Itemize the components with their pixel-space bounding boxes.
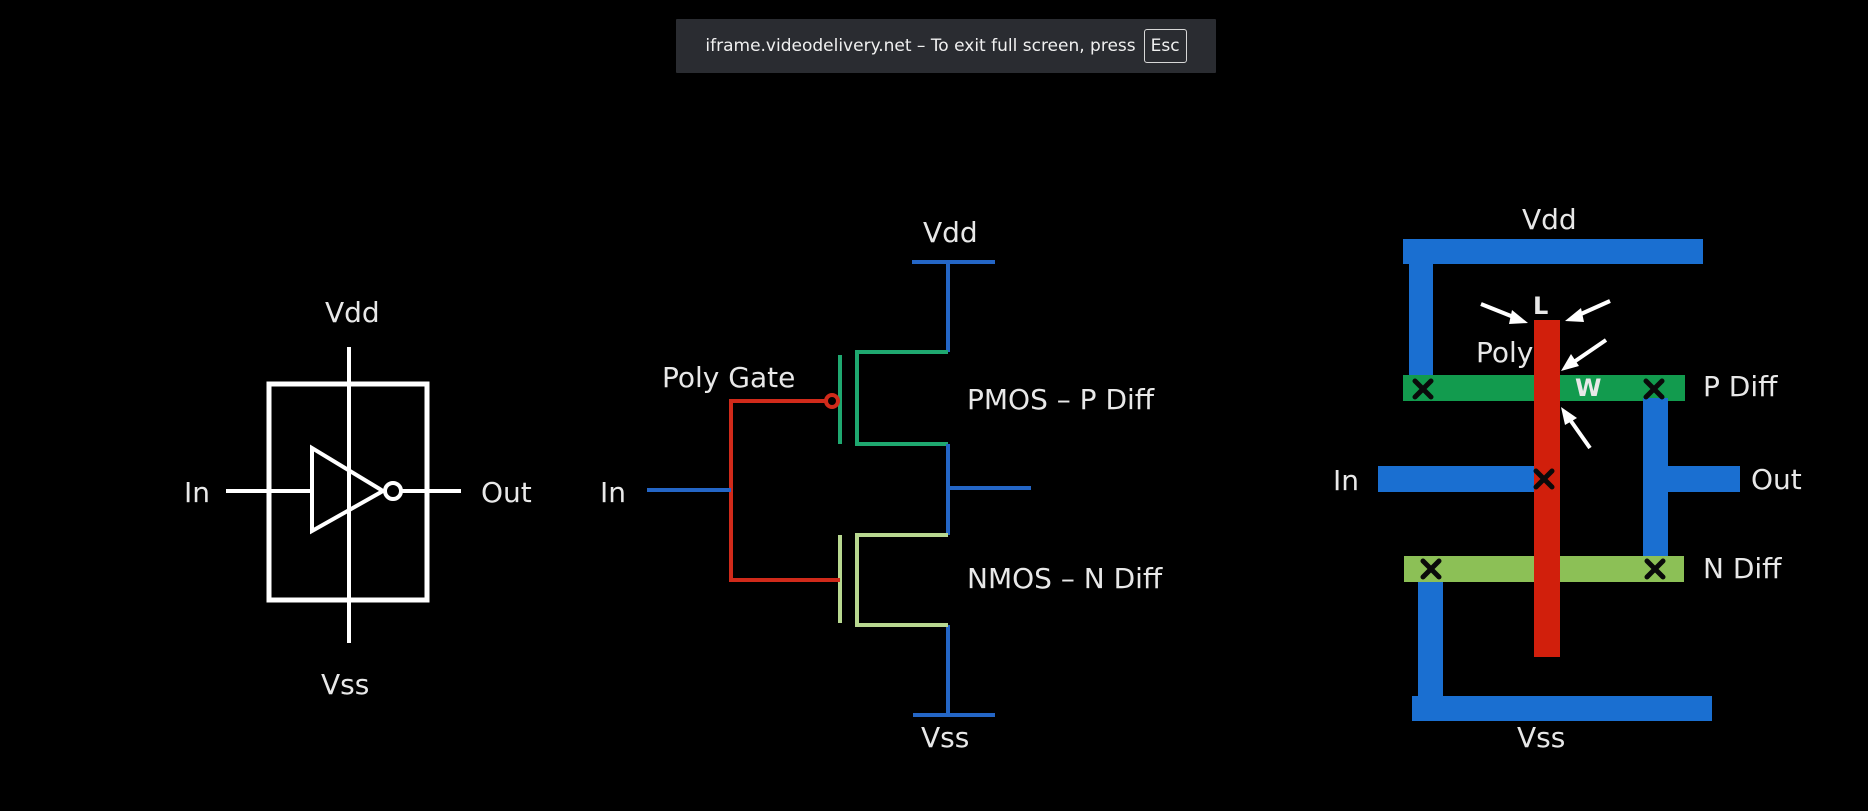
esc-key-badge: Esc — [1143, 29, 1187, 63]
width-label: W — [1575, 374, 1601, 402]
transistor-schematic-panel: Vdd Vss In Poly Gate PMOS – P Diff NMOS … — [600, 216, 1163, 754]
poly-gate-top — [1534, 320, 1560, 356]
inversion-bubble — [383, 481, 403, 501]
length-label: L — [1533, 292, 1548, 320]
arrow-l-right-icon — [1565, 299, 1611, 322]
dimension-arrows — [1480, 299, 1611, 450]
in-label: In — [600, 476, 626, 509]
buffer-triangle — [310, 444, 387, 535]
poly-gate-strip — [1534, 352, 1560, 657]
fullscreen-notice-text: iframe.videodelivery.net – To exit full … — [705, 36, 1136, 56]
vdd-metal — [1403, 239, 1703, 264]
vss-label: Vss — [1517, 721, 1565, 754]
p-diff-label: P Diff — [1703, 370, 1778, 403]
contact-in-icon — [1533, 468, 1555, 490]
vss-label: Vss — [921, 721, 969, 754]
poly-label: Poly — [1476, 336, 1533, 369]
in-label: In — [1333, 464, 1359, 497]
nmos-label: NMOS – N Diff — [967, 562, 1163, 595]
pmos-label: PMOS – P Diff — [967, 383, 1155, 416]
output-metal-vertical — [1643, 398, 1668, 568]
out-label: Out — [481, 476, 532, 509]
vss-metal — [1412, 696, 1712, 721]
vdd-drop-metal — [1409, 264, 1433, 386]
n-diff-label: N Diff — [1703, 552, 1782, 585]
vdd-label: Vdd — [1522, 203, 1577, 236]
pmos-gate-bubble — [824, 393, 840, 409]
layout-view-panel: Vdd Vss In Out Poly L W P Diff N Diff — [1333, 203, 1802, 754]
poly-gate-label: Poly Gate — [662, 361, 795, 394]
contacts — [1412, 378, 1666, 580]
contact-pout-icon — [1643, 378, 1665, 400]
in-label: In — [184, 476, 210, 509]
gate-wire — [729, 399, 840, 582]
inverter-symbol-panel: Vdd Vss In Out — [184, 296, 532, 701]
arrow-w-bottom-icon — [1561, 407, 1592, 450]
vss-label: Vss — [321, 668, 369, 701]
arrow-w-top-icon — [1561, 338, 1608, 371]
input-metal — [1378, 466, 1548, 492]
vdd-label: Vdd — [923, 216, 978, 249]
vdd-label: Vdd — [325, 296, 380, 329]
output-metal — [1668, 466, 1740, 492]
vss-rise-metal — [1418, 582, 1443, 712]
arrow-l-left-icon — [1480, 302, 1528, 324]
contact-vss-icon — [1420, 558, 1442, 580]
fullscreen-notice: iframe.videodelivery.net – To exit full … — [676, 19, 1216, 73]
pmos-channel — [855, 350, 948, 446]
nmos-channel — [855, 533, 948, 627]
contact-vdd-icon — [1412, 378, 1434, 400]
contact-nout-icon — [1644, 558, 1666, 580]
out-label: Out — [1751, 463, 1802, 496]
